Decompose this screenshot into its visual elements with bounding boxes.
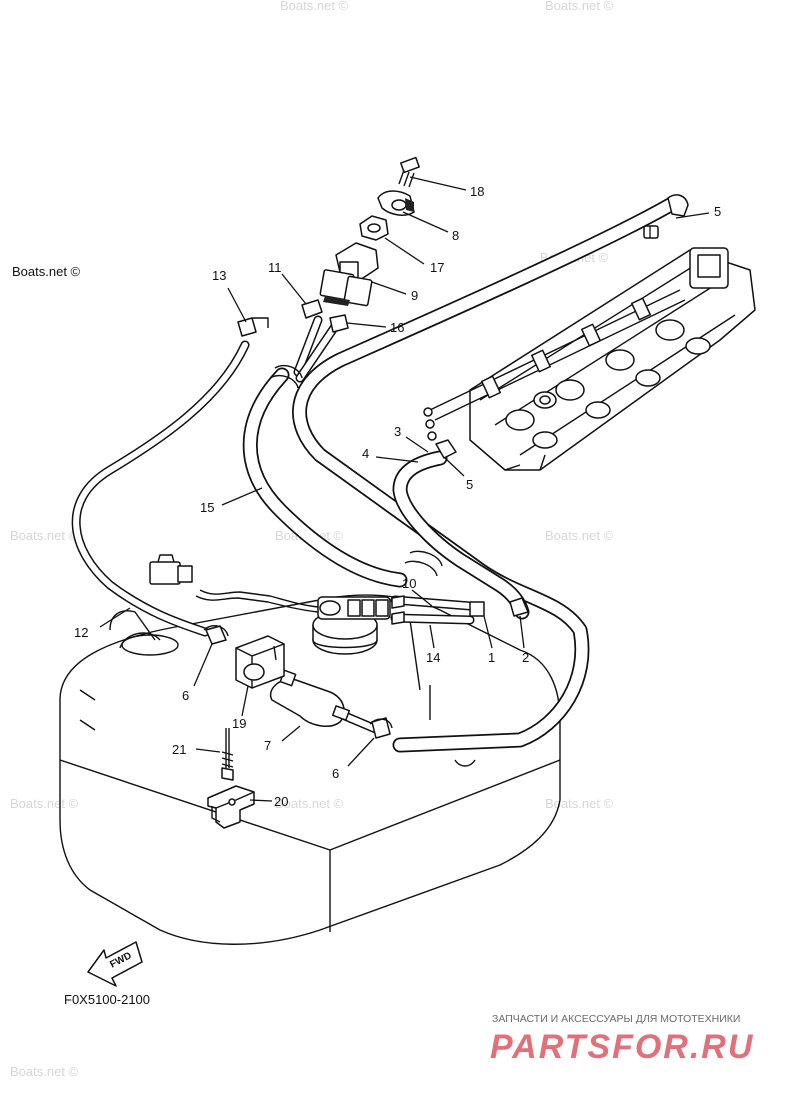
hose-clips bbox=[237, 194, 689, 625]
callout-18: 18 bbox=[470, 184, 484, 199]
callout-14: 14 bbox=[426, 650, 440, 665]
callout-6-left: 6 bbox=[182, 688, 189, 703]
callout-11: 11 bbox=[268, 260, 282, 275]
callout-7: 7 bbox=[264, 738, 271, 753]
watermark-boats-net: Boats.net © bbox=[545, 796, 614, 811]
callout-19: 19 bbox=[232, 716, 246, 731]
callout-5-lower: 5 bbox=[466, 477, 473, 492]
hoses bbox=[71, 197, 678, 753]
callout-17: 17 bbox=[430, 260, 444, 275]
watermark-boats-net: Boats.net © bbox=[545, 528, 614, 543]
fuel-filter-assembly bbox=[203, 625, 393, 829]
watermark-boats-net: Boats.net © bbox=[12, 264, 81, 279]
callout-21: 21 bbox=[172, 742, 186, 757]
callout-2: 2 bbox=[522, 650, 529, 665]
brand-tagline: ЗАПЧАСТИ И АКСЕССУАРЫ ДЛЯ МОТОТЕХНИКИ bbox=[492, 1013, 740, 1025]
callout-9: 9 bbox=[411, 288, 418, 303]
callout-12: 12 bbox=[74, 625, 88, 640]
callout-8: 8 bbox=[452, 228, 459, 243]
callout-10: 10 bbox=[402, 576, 416, 591]
watermark-boats-net: Boats.net © bbox=[545, 0, 614, 13]
fwd-arrow: FWD bbox=[87, 941, 143, 987]
engine-block bbox=[423, 247, 756, 471]
fuel-tank bbox=[59, 594, 561, 945]
brand-logo: PARTSFOR.RU bbox=[490, 1028, 754, 1066]
callout-15: 15 bbox=[200, 500, 214, 515]
callout-3: 3 bbox=[394, 424, 401, 439]
pressure-regulator-parts bbox=[301, 156, 420, 333]
watermark-boats-net: Boats.net © bbox=[280, 0, 349, 13]
brand-footer: ЗАПЧАСТИ И АКСЕССУАРЫ ДЛЯ МОТОТЕХНИКИ PA… bbox=[490, 1013, 754, 1066]
callout-16: 16 bbox=[390, 320, 404, 335]
callout-4: 4 bbox=[362, 446, 369, 461]
fuel-pump bbox=[312, 596, 391, 655]
callout-1: 1 bbox=[488, 650, 495, 665]
watermark-boats-net: Boats.net © bbox=[10, 528, 79, 543]
watermark-boats-net: Boats.net © bbox=[275, 796, 344, 811]
callout-5-top: 5 bbox=[714, 204, 721, 219]
watermark-boats-net: Boats.net © bbox=[10, 796, 79, 811]
callout-6-right: 6 bbox=[332, 766, 339, 781]
callout-20: 20 bbox=[274, 794, 288, 809]
leader-lines bbox=[99, 176, 710, 802]
callout-numbers: 18 8 17 9 16 11 13 5 3 4 5 15 10 14 1 2 … bbox=[74, 184, 721, 809]
wire-harness bbox=[149, 554, 319, 613]
callout-13: 13 bbox=[212, 268, 226, 283]
drawing-code: F0X5100-2100 bbox=[64, 992, 150, 1007]
watermark-boats-net: Boats.net © bbox=[10, 1064, 79, 1079]
